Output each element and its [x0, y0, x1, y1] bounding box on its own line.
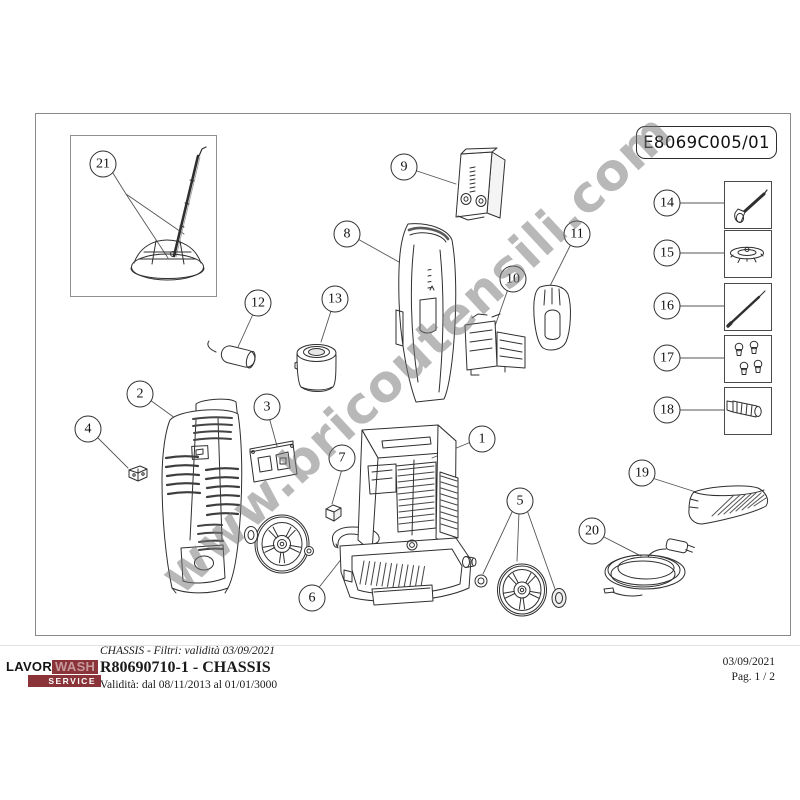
callout-13: 13 [321, 285, 349, 313]
logo-brand-black: LAVOR [6, 659, 53, 674]
callout-3: 3 [253, 393, 281, 421]
callout-16: 16 [653, 292, 681, 320]
callout-19: 19 [628, 459, 656, 487]
callout-1: 1 [468, 425, 496, 453]
part-bag [688, 485, 769, 525]
callout-6: 6 [298, 584, 326, 612]
accessory-box-14 [724, 181, 772, 229]
nozzle-kit-icon [734, 340, 763, 375]
footer-part-title: R80690710-1 - CHASSIS [100, 659, 271, 676]
part-hose-hook [533, 284, 571, 351]
part-surface-cleaner [130, 146, 207, 281]
footer-page-number: Pag. 1 / 2 [731, 671, 775, 683]
callout-17: 17 [653, 344, 681, 372]
page-info: 03/09/2021 Pag. 1 / 2 [723, 655, 775, 685]
footer-filter-line: CHASSIS - Filtri: validità 03/09/2021 [100, 645, 276, 657]
callout-2: 2 [126, 380, 154, 408]
part-round-tank [294, 344, 337, 392]
footer-date: 03/09/2021 [722, 656, 775, 668]
part-back-cover [395, 223, 457, 403]
hose-guide-disc-icon [730, 246, 764, 263]
callout-7: 7 [328, 444, 356, 472]
spray-gun-icon [734, 189, 768, 224]
leader-lines [96, 169, 725, 591]
callout-11: 11 [563, 220, 591, 248]
lavorwash-service-logo: LAVOR WASH SERVICE [6, 660, 102, 687]
callout-8: 8 [333, 220, 361, 248]
callout-14: 14 [653, 189, 681, 217]
diagram-code-box: E8069C005/01 [636, 126, 777, 159]
part-control-panel [455, 147, 506, 221]
callout-12: 12 [244, 289, 272, 317]
callout-5: 5 [506, 487, 534, 515]
part-wheel-right [474, 563, 567, 617]
footer-validity-line: Validità: dal 08/11/2013 al 01/01/3000 [100, 679, 278, 691]
part-bracket [464, 313, 526, 376]
accessory-box-17 [724, 335, 772, 383]
part-small-panel [249, 440, 298, 483]
part-power-cord [603, 538, 695, 597]
callout-4: 4 [74, 415, 102, 443]
callout-20: 20 [578, 517, 606, 545]
logo-service-label: SERVICE [28, 675, 101, 687]
rotating-nozzle-icon [726, 400, 762, 418]
footer-divider [0, 645, 800, 646]
part-cylinder [220, 345, 256, 369]
part-wheel-left [244, 514, 314, 574]
callout-21: 21 [89, 150, 117, 178]
callout-15: 15 [653, 239, 681, 267]
part-chassis [339, 424, 477, 606]
lance-icon [726, 290, 766, 328]
footer-text-block: CHASSIS - Filtri: validità 03/09/2021 R8… [100, 645, 277, 691]
callout-18: 18 [653, 396, 681, 424]
part-cylinder-wire [207, 340, 217, 353]
part-clip [128, 465, 148, 482]
part-block [325, 504, 342, 522]
logo-brand-red: WASH [52, 660, 99, 674]
part-front-cover [161, 398, 243, 594]
callout-10: 10 [499, 265, 527, 293]
callout-9: 9 [390, 153, 418, 181]
